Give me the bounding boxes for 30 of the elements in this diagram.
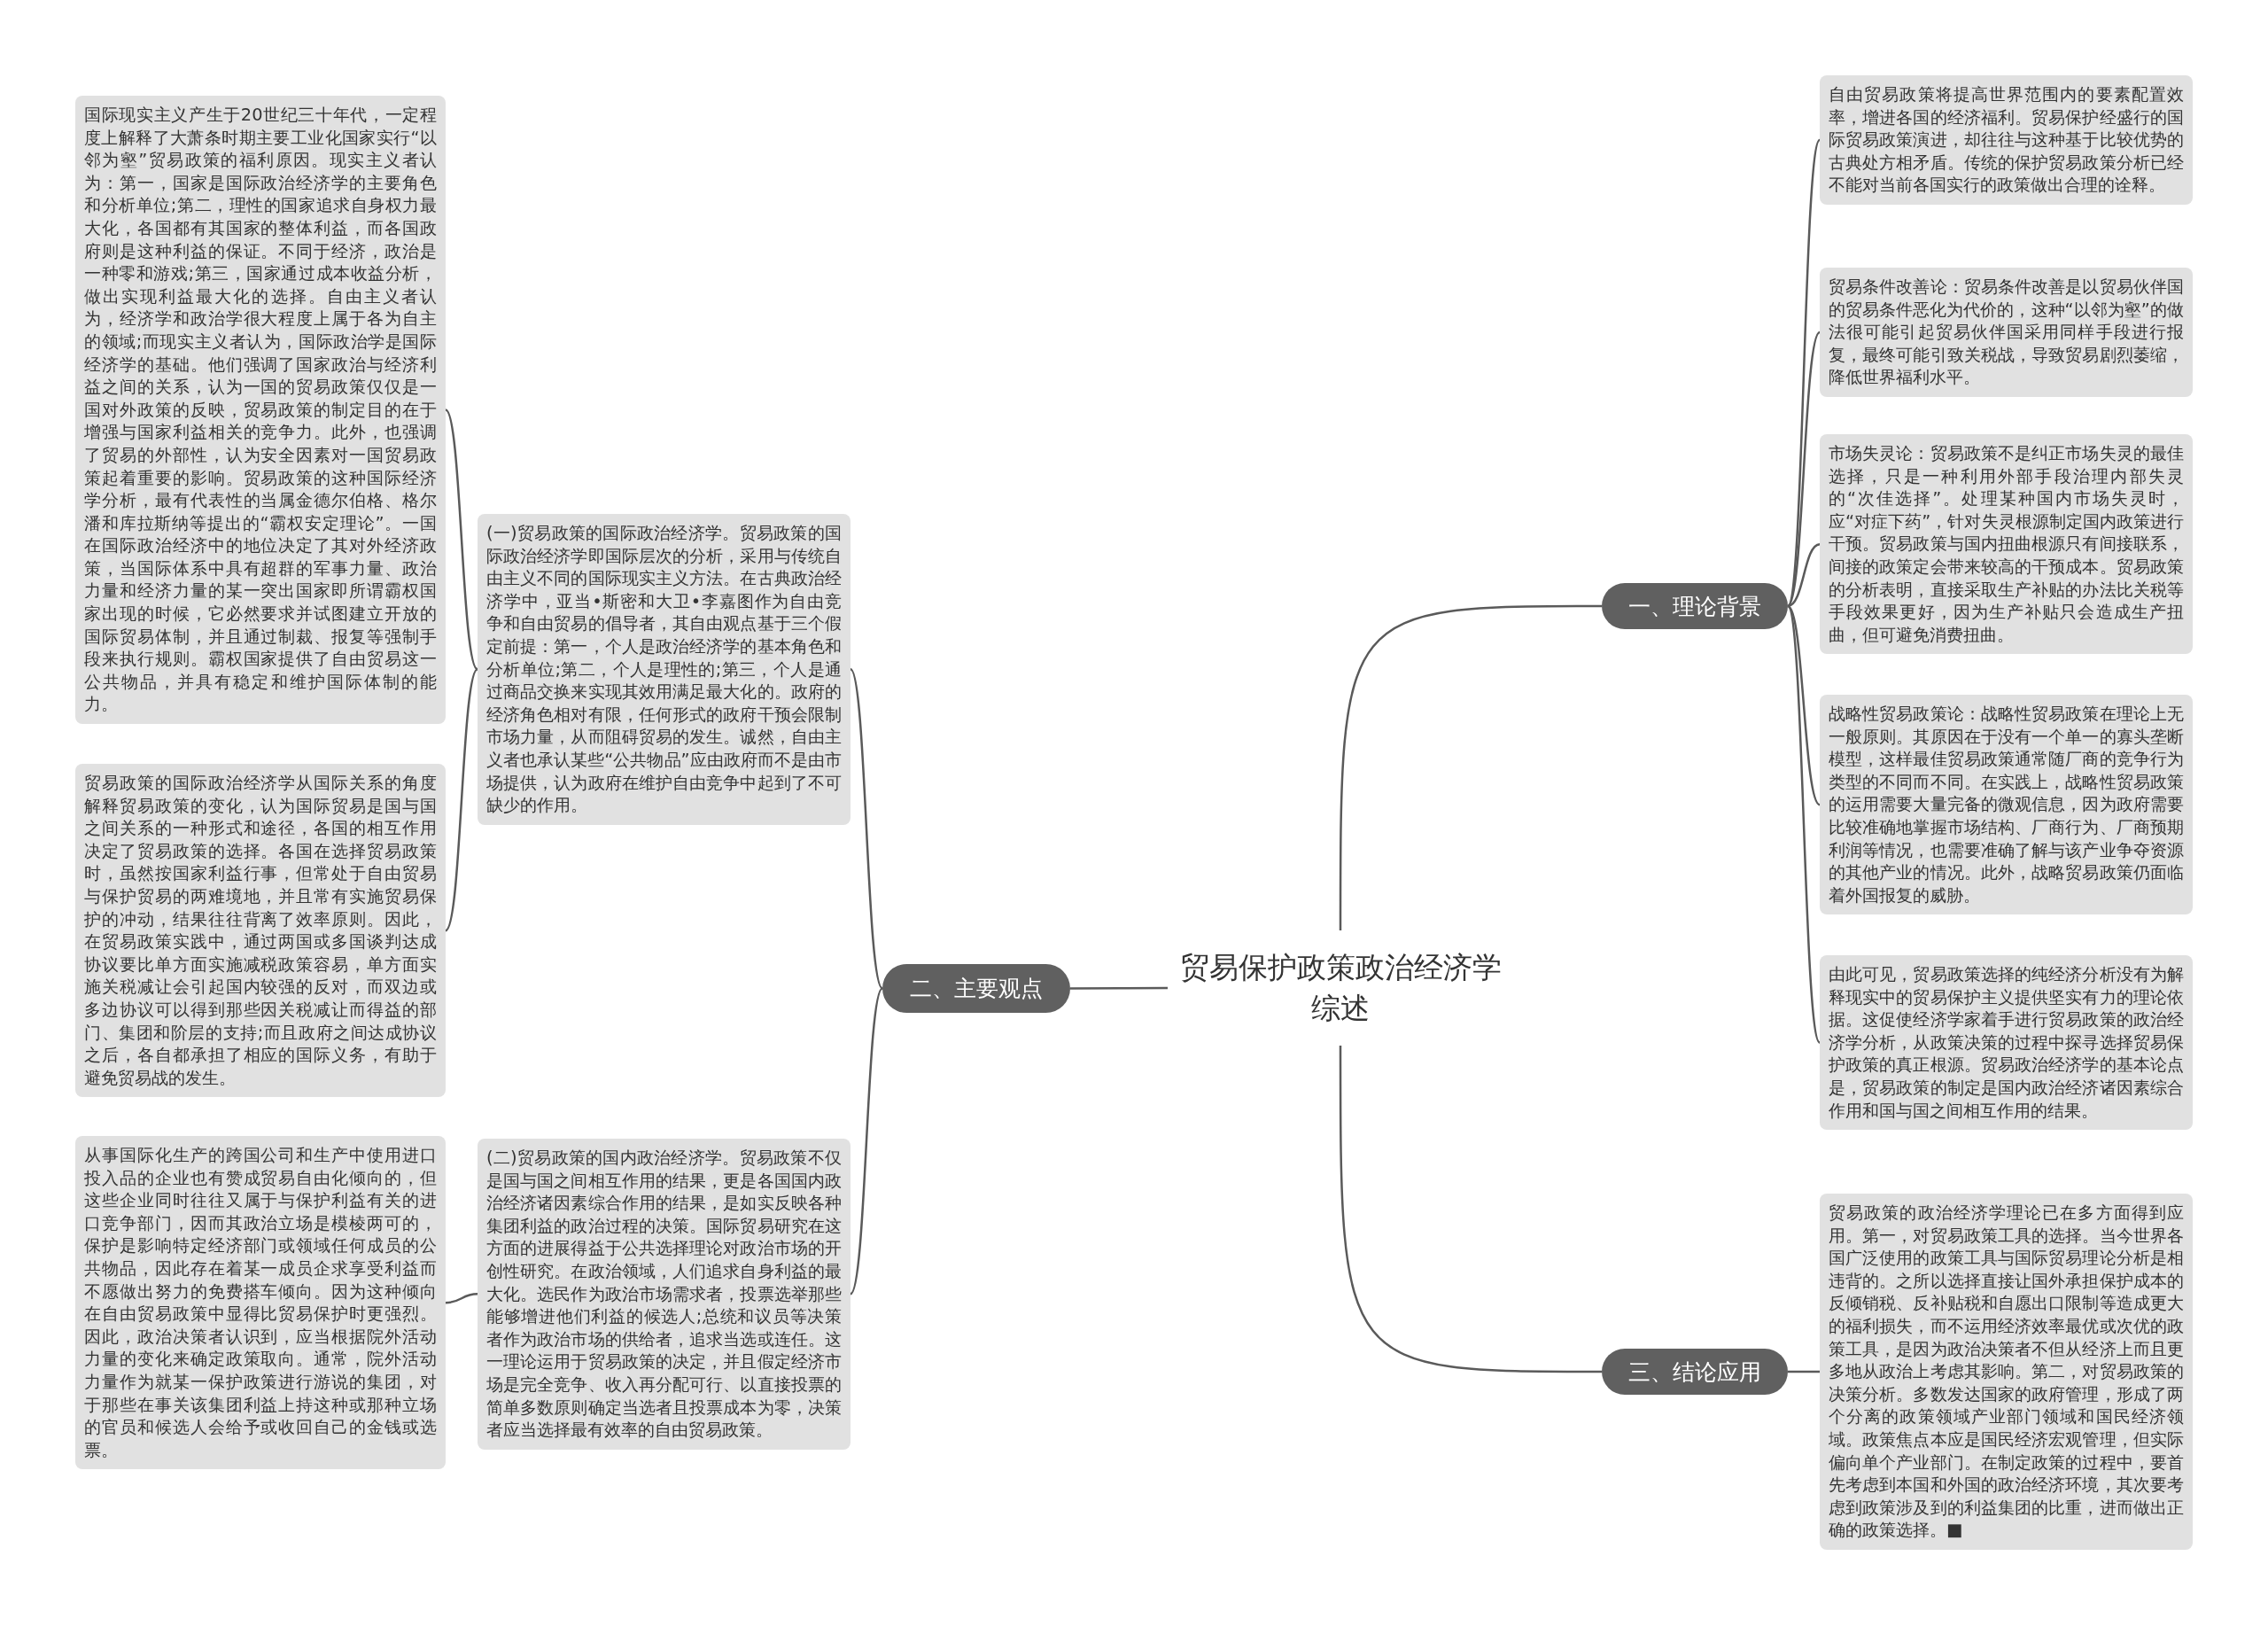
connector-line (849, 987, 884, 1295)
topic-pill: 二、主要观点 (882, 964, 1070, 1013)
topic-pill: 三、结论应用 (1602, 1349, 1788, 1395)
note-box (1820, 268, 2193, 397)
title-text: 贸易保护政策政治经济学综述 (1178, 949, 1503, 1027)
connector-line (1786, 331, 1821, 607)
connector-line (1787, 605, 1821, 806)
connector-line (445, 408, 478, 671)
connector-line (445, 1293, 478, 1304)
connector-line (1339, 604, 1602, 930)
connector-line (1339, 1046, 1602, 1373)
note-text: (一)贸易政策的国际政治经济学。贸易政策的国际政治经济学即国际层次的分析，采用与传统自由主义不同的国际现实主义方法。在古典政治经济学中，亚当•斯密和大卫•李嘉图作为自由竞争和自由贸易的倡导者，其自由观点基于三个假定前提：第一，个人是政治经济学的基本角色和分析单位;第二，个人是理性的;第三，个人是通过商品交换来实现其效用满足最大化的。政府的经济角色相对有限，任何形式的政府干预会限制市场力量，从而阻碍贸易的发生。诚然，自由主义者也承认某些“公共物品”应由政府而不是由市场提供，认为政府在维护自由竞争中起到了不可缺少的作用。 (486, 522, 842, 817)
note-box (1820, 75, 2193, 205)
note-text: 由此可见，贸易政策选择的纯经济分析没有为解释现实中的贸易保护主义提供坚实有力的理论依据。这促使经济学家着手进行贸易政策的政治经济学分析，从政策决策的过程中探寻选择贸易保护政策的真正根源。贸易政治经济学的基本论点是，贸易政策的制定是国内政治经济诸因素综合作用和国与国之间相互作用的结果。 (1829, 963, 2184, 1123)
note-text: 贸易条件改善论：贸易条件改善是以贸易伙伴国的贸易条件恶化为代价的，这种“以邻为壑”的做法很可能引起贸易伙伴国采用同样手段进行报复，最终可能引致关税战，导致贸易剧烈萎缩，降低世界福利水平。 (1829, 276, 2184, 389)
connector-line (849, 668, 884, 990)
topic-pill: 一、理论背景 (1602, 583, 1788, 629)
note-text: 国际现实主义产生于20世纪三十年代，一定程度上解释了大萧条时期主要工业化国家实行“以邻为壑”贸易政策的福利原因。现实主义者认为：第一，国家是国际政治经济学的主要角色和分析单位;第二，理性的国家追求自身权力最大化，各国都有其国家的整体利益，而各国政府则是这种利益的保证。不同于经济，政治是一种零和游戏;第三，国家通过成本收益分析，做出实现利益最大化的选择。自由主义者认为，经济学和政治学很大程度上属于各为自主的领域;而现实主义者认为，国际政治学是国际经济学的基础。他们强调了国家政治与经济利益之间的关系，认为一国的贸易政策仅仅是一国对外政策的反映，贸易政策的制定目的在于增强与国家利益相关的竞争力。此外，也强调了贸易的外部性，认为安全因素对一国贸易政策起着重要的影响。贸易政策的这种国际经济学分析，最有代表性的当属金德尔伯格、格尔潘和库拉斯纳等提出的“霸权安定理论”。一国在国际政治经济中的地位决定了其对外经济政策，当国际体系中具有超群的军事力量、政治力量和经济力量的某一突出国家即所谓霸权国家出现的时候，它必然要求并试图建立开放的国际贸易体制，并且通过制裁、报复等强制手段来执行规则。霸权国家提供了自由贸易这一公共物品，并具有稳定和维护国际体制的能力。 (84, 104, 437, 717)
note-text: 自由贸易政策将提高世界范围内的要素配置效率，增进各国的经济福利。贸易保护经盛行的国际贸易政策演进，却往往与这种基于比较优势的古典处方相矛盾。传统的保护贸易政策分析已经不能对当前各国实行的政策做出合理的诠释。 (1829, 83, 2184, 197)
connector-line (1786, 605, 1821, 1044)
connector-line (1070, 986, 1168, 990)
note-text: (二)贸易政策的国内政治经济学。贸易政策不仅是国与国之间相互作用的结果，更是各国国内政治经济诸因素综合作用的结果，是如实反映各种集团利益的政治过程的决策。国际贸易研究在这方面的进展得益于公共选择理论对政治市场的开创性研究。在政治领域，人们追求自身利益的最大化。选民作为政治市场需求者，投票选举那些能够增进他们利益的候选人;总统和议员等决策者作为政治市场的供给者，追求当选或连任。这一理论运用于贸易政策的决定，并且假定经济市场是完全竞争、收入再分配可行、以直接投票的简单多数原则确定当选者且投票成本为零，决策者应当选择最有效率的自由贸易政策。 (486, 1147, 842, 1442)
note-text: 贸易政策的政治经济学理论已在多方面得到应用。第一，对贸易政策工具的选择。当今世界各国广泛使用的政策工具与国际贸易理论分析是相违背的。之所以选择直接让国外承担保护成本的反倾销税、反补贴税和自愿出口限制等造成更大的福利损失，而不运用经济效率最优或次优的政策工具，是因为政治决策者不但从经济上而且更多地从政治上考虑其影响。第二，对贸易政策的决策分析。多数发达国家的政府管理，形成了两个分离的政策领域产业部门领域和国民经济领域。政策焦点本应是国民经济宏观管理，但实际偏向单个产业部门。在制定政策的过程中，要首先考虑到本国和外国的政治经济环境，其次要考虑到政策涉及到的利益集团的比重，进而做出正确的政策选择。■ (1829, 1202, 2184, 1542)
note-text: 贸易政策的国际政治经济学从国际关系的角度解释贸易政策的变化，认为国际贸易是国与国之间关系的一种形式和途径，各国的相互作用决定了贸易政策的选择。各国在选择贸易政策时，虽然按国家利益行事，但常处于自由贸易与保护贸易的两难境地，并且常有实施贸易保护的冲动，结果往往背离了效率原则。因此，在贸易政策实践中，通过两国或多国谈判达成协议要比单方面实施减税政策容易，单方面实施关税减让会引起国内较强的反对，而双边或多边协议可以得到那些因关税减让而得益的部门、集团和阶层的支持;而且政府之间达成协议之后，各自都承担了相应的国际义务，有助于避免贸易战的发生。 (84, 772, 437, 1090)
connector-line (1787, 543, 1821, 608)
connector-line (445, 668, 478, 931)
note-text: 从事国际化生产的跨国公司和生产中使用进口投入品的企业也有赞成贸易自由化倾向的，但这些企业同时往往又属于与保护利益有关的进口竞争部门，因而其政治立场是模棱两可的，保护是影响特定经济部门或领域任何成员的公共物品，因此存在着某一成员企求享受利益而不愿做出努力的免费搭车倾向。因为这种倾向在自由贸易政策中显得比贸易保护时更强烈。因此，政治决策者认识到，应当根据院外活动力量的变化来确定政策取向。通常，院外活动力量作为就某一保护政策进行游说的集团，对于那些在事关该集团利益上持这种或那种立场的官员和候选人会给予或收回自己的金钱或选票。 (84, 1144, 437, 1462)
note-text: 市场失灵论：贸易政策不是纠正市场失灵的最佳选择，只是一种利用外部手段治理内部失灵的“次佳选择”。处理某种国内市场失灵时，应“对症下药”，针对失灵根源制定国内政策进行干预。贸易政策与国内扭曲根源只有间接联系，间接的政策定会带来较高的干预成本。贸易政策的分析表明，直接采取生产补贴的办法比关税等手段效果更好，因为生产补贴只会造成生产扭曲，但可避免消费扭曲。 (1829, 442, 2184, 647)
note-text: 战略性贸易政策论：战略性贸易政策在理论上无一般原则。其原因在于没有一个单一的寡头垄断模型，这样最佳贸易政策通常随厂商的竞争行为类型的不同而不同。在实践上，战略性贸易政策的运用需要大量完备的微观信息，因为政府需要比较准确地掌握市场结构、厂商行为、厂商预期利润等情况，也需要准确了解与该产业争夺资源的其他产业的情况。此外，战略贸易政策仍面临着外国报复的威胁。 (1829, 703, 2184, 907)
connector-line (1788, 1370, 1820, 1373)
